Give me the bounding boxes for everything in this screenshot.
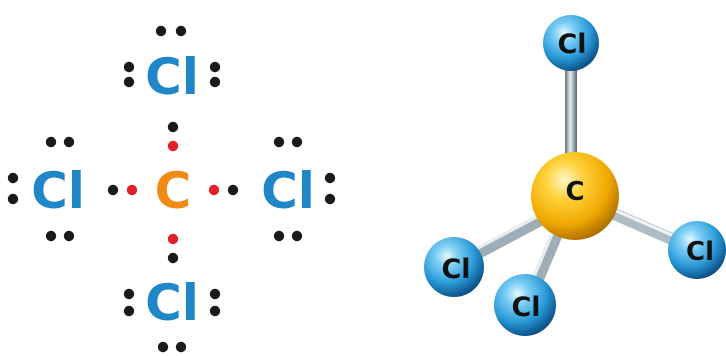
bond-electron-dot (167, 233, 179, 245)
lone-pair-dot (123, 61, 135, 73)
lone-pair-dot (63, 136, 75, 148)
bond-top (565, 62, 577, 172)
lewis-bottom-chlorine: Cl (123, 274, 221, 353)
lone-pair-dot (324, 172, 336, 184)
ball-top-chlorine: Cl (543, 15, 599, 71)
lewis-central-carbon-symbol: C (155, 162, 192, 220)
lewis-structure: Cl Cl C Cl (7, 25, 336, 353)
lewis-top-chlorine: Cl (123, 25, 221, 106)
lone-pair-dot (63, 230, 75, 242)
chlorine-sphere (494, 274, 556, 336)
bond-electron-dot (167, 121, 179, 133)
ball-and-stick-model: Cl C Cl Cl Cl (424, 15, 726, 336)
lone-pair-dot (209, 61, 221, 73)
bond-electron-dot (167, 252, 179, 264)
chlorine-sphere (668, 221, 726, 279)
lone-pair-dot (7, 172, 19, 184)
ball-right-chlorine-label: Cl (686, 237, 714, 267)
lone-pair-dot (175, 341, 187, 353)
lone-pair-dot (209, 76, 221, 88)
lewis-bottom-chlorine-symbol: Cl (145, 274, 199, 332)
bond-electron-dot (107, 184, 119, 196)
lone-pair-dot (123, 305, 135, 317)
lone-pair-dot (45, 136, 57, 148)
lewis-right-chlorine: Cl (261, 136, 336, 242)
ball-top-chlorine-label: Cl (557, 29, 586, 60)
lone-pair-dot (209, 305, 221, 317)
lone-pair-dot (123, 76, 135, 88)
lone-pair-dot (273, 230, 285, 242)
lone-pair-dot (324, 193, 336, 205)
bond-electron-dot (227, 184, 239, 196)
ball-bottom-chlorine-label: Cl (511, 292, 540, 323)
ball-bottom-chlorine: Cl (494, 274, 556, 336)
ball-left-chlorine: Cl (424, 237, 484, 297)
ball-right-chlorine: Cl (668, 221, 726, 279)
lone-pair-dot (155, 25, 167, 37)
lone-pair-dot (209, 288, 221, 300)
lewis-left-chlorine: Cl (7, 136, 85, 242)
lone-pair-dot (45, 230, 57, 242)
ball-left-chlorine-label: Cl (441, 254, 470, 285)
lone-pair-dot (123, 288, 135, 300)
bond-electron-dot (126, 184, 138, 196)
ball-central-carbon: C (531, 152, 619, 240)
lewis-top-chlorine-symbol: Cl (145, 48, 199, 106)
ball-central-carbon-label: C (565, 177, 584, 207)
lone-pair-dot (291, 136, 303, 148)
bond-electron-dot (208, 184, 220, 196)
lone-pair-dot (157, 341, 169, 353)
lone-pair-dot (291, 230, 303, 242)
lewis-right-chlorine-symbol: Cl (261, 162, 315, 220)
lone-pair-dot (175, 25, 187, 37)
chlorine-sphere (543, 15, 599, 71)
lone-pair-dot (7, 193, 19, 205)
lone-pair-dot (273, 136, 285, 148)
bond-electron-dot (167, 140, 179, 152)
carbon-sphere (531, 152, 619, 240)
chlorine-sphere (424, 237, 484, 297)
lewis-left-chlorine-symbol: Cl (31, 162, 85, 220)
